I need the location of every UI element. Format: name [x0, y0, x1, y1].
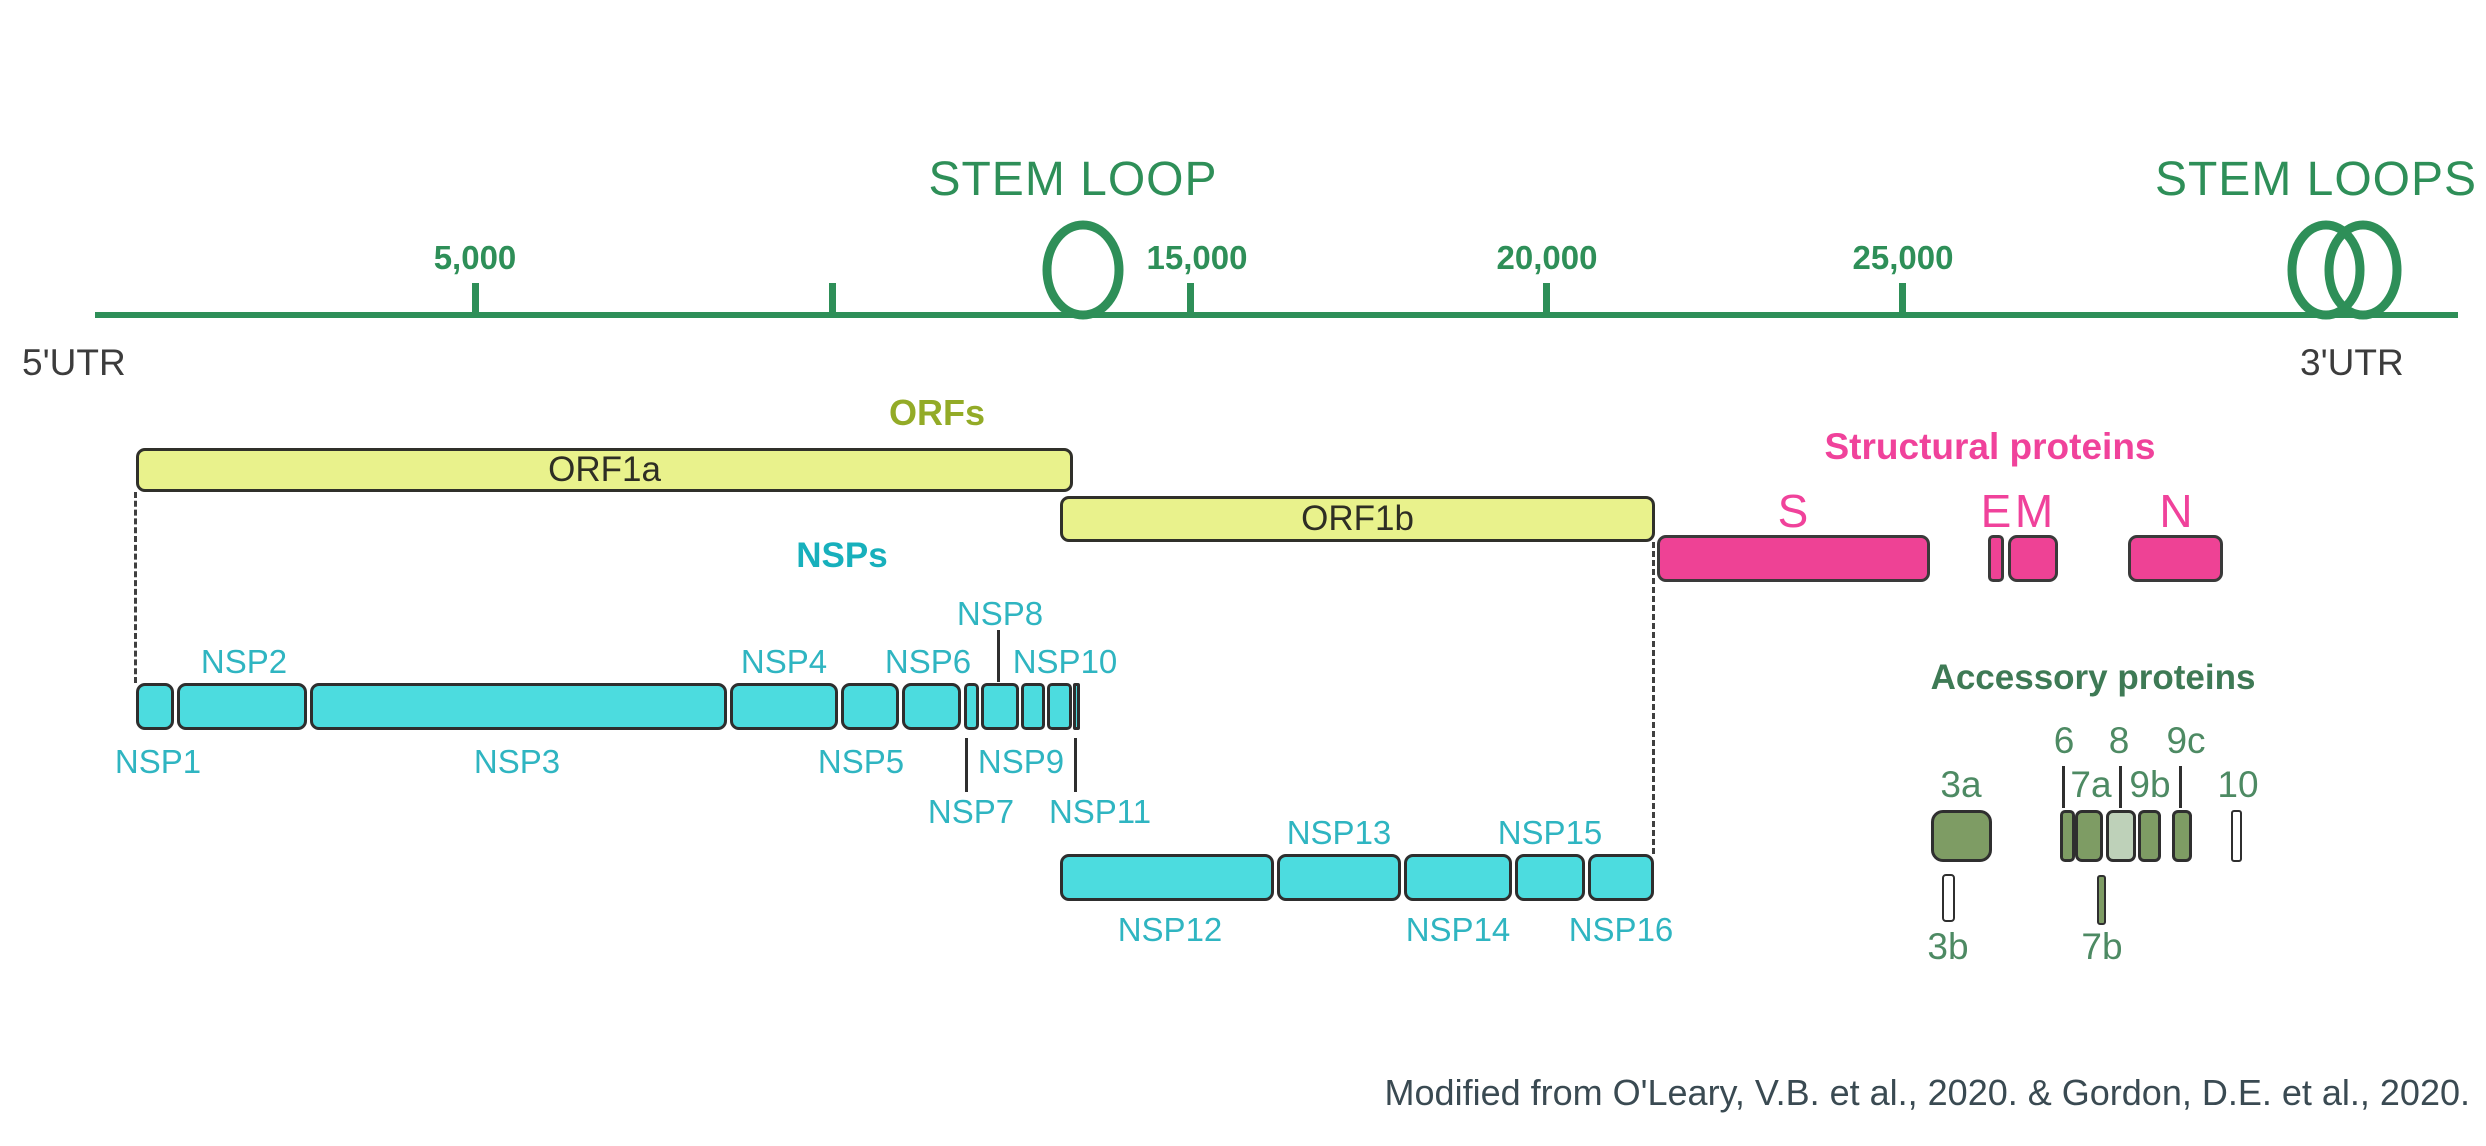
- nsp13-label: NSP13: [1286, 814, 1392, 851]
- nsp15-label: NSP15: [1497, 814, 1603, 851]
- nsp11-label: NSP11: [1048, 793, 1152, 830]
- utr5-label: 5'UTR: [22, 342, 126, 383]
- axis-tick-15000: [1187, 283, 1194, 315]
- nsp11-pointer-line: [1074, 738, 1077, 792]
- nsps-heading: NSPs: [796, 536, 888, 575]
- tick-label-20000: 20,000: [1496, 239, 1598, 276]
- orf1a-bar: ORF1a: [136, 448, 1073, 492]
- m-bar: [2008, 535, 2058, 582]
- stem-loops-icon: [2287, 220, 2402, 320]
- tick-label-25000: 25,000: [1852, 239, 1954, 276]
- accessory-label-9b: 9b: [2129, 764, 2171, 805]
- accessory-8-bar: [2106, 810, 2136, 862]
- nsp10-bar: [1047, 683, 1072, 730]
- nsp8-label: NSP8: [956, 595, 1044, 632]
- nsp1-bar: [136, 683, 174, 730]
- n-bar: [2128, 535, 2223, 582]
- axis-tick-10000: [829, 283, 836, 315]
- e-label: E: [1980, 485, 2012, 537]
- stem-loop-icon: [1042, 220, 1124, 320]
- genome-axis-line: [95, 312, 2458, 318]
- nsp2-bar: [177, 683, 307, 730]
- nsp16-label: NSP16: [1568, 911, 1674, 948]
- axis-tick-20000: [1543, 283, 1550, 315]
- accessory-3b-bar: [1942, 874, 1955, 922]
- nsp11-bar: [1073, 683, 1080, 730]
- nsp1-label: NSP1: [114, 743, 202, 780]
- nsp6-label: NSP6: [884, 643, 972, 680]
- orf1b-label: ORF1b: [1301, 499, 1414, 538]
- nsp9-label: NSP9: [977, 743, 1065, 780]
- accessory-3a-bar: [1931, 810, 1992, 862]
- nsp7-bar: [964, 683, 979, 730]
- accessory-label-7b: 7b: [2081, 926, 2123, 967]
- nsp14-bar: [1404, 854, 1512, 901]
- stem-loops-title: STEM LOOPS: [2154, 153, 2478, 206]
- nsp12-label: NSP12: [1117, 911, 1223, 948]
- nsp14-label: NSP14: [1405, 911, 1511, 948]
- accessory-heading: Accessory proteins: [1930, 658, 2256, 697]
- accessory-pointer-6: [2062, 766, 2065, 808]
- accessory-label-7a: 7a: [2070, 764, 2112, 805]
- nsp9-left-pointer-line: [965, 738, 968, 792]
- nsp9-bar: [1021, 683, 1045, 730]
- nsp2-label: NSP2: [200, 643, 288, 680]
- nsp3-label: NSP3: [473, 743, 561, 780]
- nsp13-bar: [1277, 854, 1401, 901]
- connector-dashed-right: [1652, 542, 1655, 854]
- accessory-9b-bar: [2138, 810, 2161, 862]
- nsp4-label: NSP4: [740, 643, 828, 680]
- accessory-9c-bar: [2172, 810, 2192, 862]
- accessory-7a-bar: [2075, 810, 2103, 862]
- m-label: M: [2014, 485, 2054, 537]
- accessory-label-6: 6: [2053, 720, 2075, 761]
- accessory-10-bar: [2231, 810, 2242, 862]
- tick-label-5000: 5,000: [433, 239, 517, 276]
- accessory-label-10: 10: [2217, 764, 2259, 805]
- nsp8-bar: [981, 683, 1019, 730]
- accessory-label-8: 8: [2108, 720, 2130, 761]
- accessory-label-3a: 3a: [1940, 764, 1982, 805]
- axis-tick-25000: [1899, 283, 1906, 315]
- nsp4-bar: [730, 683, 838, 730]
- accessory-6-bar: [2060, 810, 2075, 862]
- citation-text: Modified from O'Leary, V.B. et al., 2020…: [1384, 1072, 2470, 1113]
- utr3-label: 3'UTR: [2300, 342, 2404, 383]
- n-label: N: [2159, 485, 2193, 537]
- orf1b-bar: ORF1b: [1060, 496, 1655, 542]
- s-bar: [1657, 535, 1930, 582]
- nsp5-bar: [841, 683, 899, 730]
- nsp12-bar: [1060, 854, 1274, 901]
- structural-heading: Structural proteins: [1824, 426, 2156, 467]
- accessory-pointer-8: [2119, 766, 2122, 808]
- nsp7-label: NSP7: [927, 793, 1015, 830]
- stem-loop-title: STEM LOOP: [928, 153, 1218, 206]
- orf1a-label: ORF1a: [548, 450, 661, 489]
- nsp6-bar: [902, 683, 961, 730]
- nsp3-bar: [310, 683, 727, 730]
- nsp16-bar: [1588, 854, 1654, 901]
- tick-label-15000: 15,000: [1146, 239, 1248, 276]
- axis-tick-5000: [472, 283, 479, 315]
- accessory-7b-bar: [2097, 875, 2106, 925]
- nsp10-label: NSP10: [1012, 643, 1118, 680]
- accessory-label-3b: 3b: [1927, 926, 1969, 967]
- accessory-pointer-9c: [2179, 766, 2182, 808]
- e-bar: [1988, 535, 2004, 582]
- nsp5-label: NSP5: [817, 743, 905, 780]
- connector-dashed-left: [134, 492, 137, 683]
- accessory-label-9c: 9c: [2166, 720, 2206, 761]
- nsp8-pointer-line: [997, 630, 1000, 682]
- nsp15-bar: [1515, 854, 1585, 901]
- orfs-heading: ORFs: [888, 392, 986, 433]
- s-label: S: [1777, 485, 1809, 537]
